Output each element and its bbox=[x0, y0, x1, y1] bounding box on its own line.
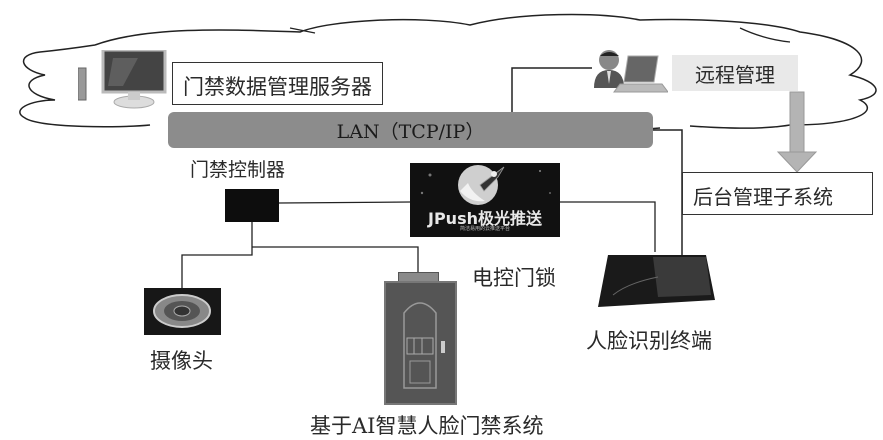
lan-bus: LAN（TCP/IP） bbox=[168, 112, 653, 148]
jpush-box: JPush极光推送 简洁易用的云推送平台 bbox=[410, 163, 560, 237]
edge-controller-lock bbox=[252, 246, 419, 272]
face-terminal-icon bbox=[598, 255, 715, 310]
jpush-subtitle: 简洁易用的云推送平台 bbox=[459, 226, 510, 232]
backend-label: 后台管理子系统 bbox=[682, 172, 873, 215]
diagram-title: 基于AI智慧人脸门禁系统 bbox=[310, 414, 544, 438]
camera-lens-icon bbox=[153, 294, 211, 328]
door-icon bbox=[384, 281, 457, 405]
lock-label: 电控门锁 bbox=[472, 266, 556, 290]
edge-controller-camera bbox=[181, 222, 253, 288]
edge-remote-lan bbox=[511, 67, 592, 120]
remote-label: 远程管理 bbox=[672, 55, 798, 91]
camera-label: 摄像头 bbox=[150, 349, 213, 373]
controller-label: 门禁控制器 bbox=[190, 159, 286, 181]
user-laptop-icon bbox=[592, 48, 669, 98]
rocket-icon bbox=[420, 165, 551, 205]
edge-lan-backend bbox=[653, 129, 683, 185]
camera-box bbox=[144, 288, 221, 335]
edge-controller-jpush bbox=[278, 201, 411, 204]
arrow-remote-backend bbox=[776, 91, 818, 173]
desktop-computer-icon bbox=[77, 48, 173, 115]
edge-jpush-terminal bbox=[560, 201, 656, 252]
controller-box bbox=[225, 189, 279, 222]
terminal-label: 人脸识别终端 bbox=[586, 329, 712, 353]
server-label: 门禁数据管理服务器 bbox=[172, 62, 383, 105]
jpush-label: JPush极光推送 bbox=[428, 209, 542, 228]
